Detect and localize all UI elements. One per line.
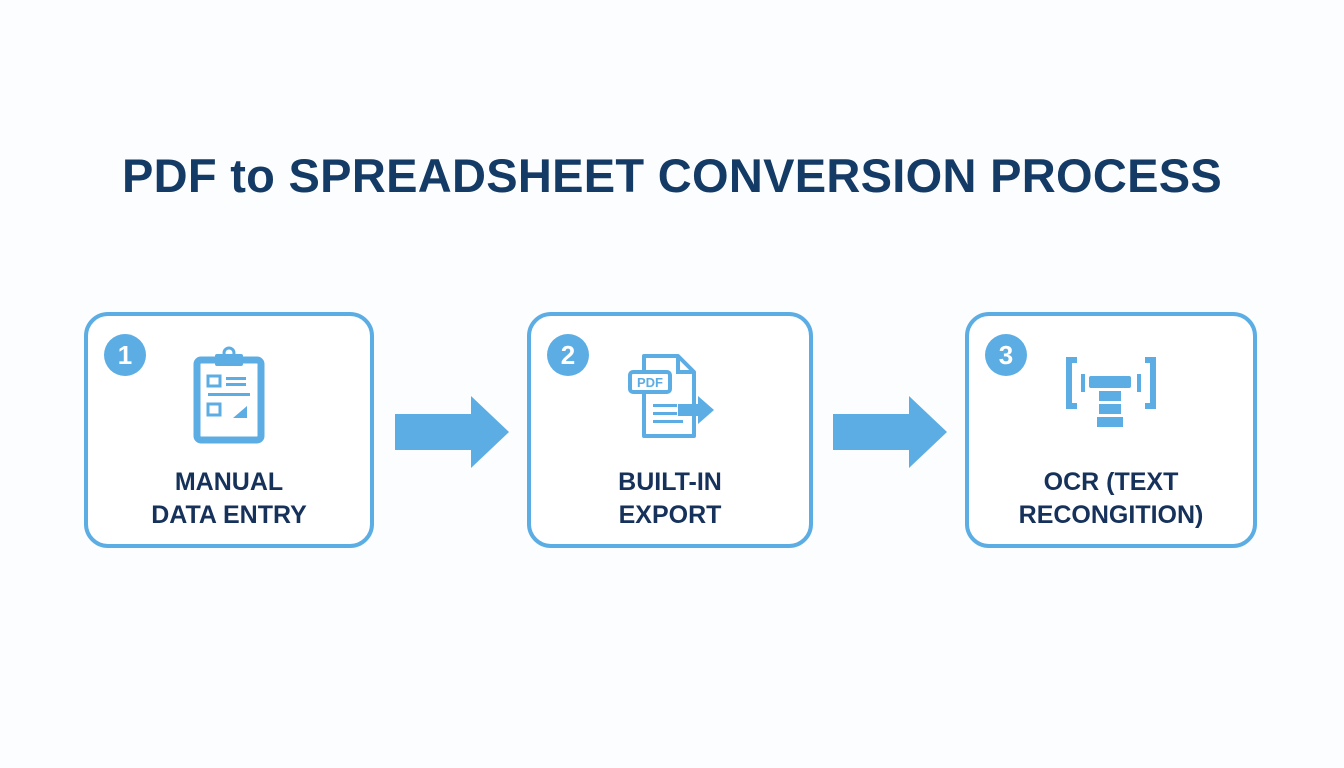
pdf-export-icon: PDF [628, 354, 714, 438]
step-number-badge: 3 [985, 334, 1027, 376]
arrow-right-icon [833, 396, 947, 468]
svg-text:PDF: PDF [637, 375, 663, 390]
step-number-badge: 2 [547, 334, 589, 376]
page-title: PDF to SPREADSHEET CONVERSION PROCESS [121, 149, 1223, 202]
text-scan-icon [1066, 357, 1156, 427]
step-number-badge: 1 [104, 334, 146, 376]
arrow-right-icon [395, 396, 509, 468]
clipboard-icon [193, 346, 265, 444]
